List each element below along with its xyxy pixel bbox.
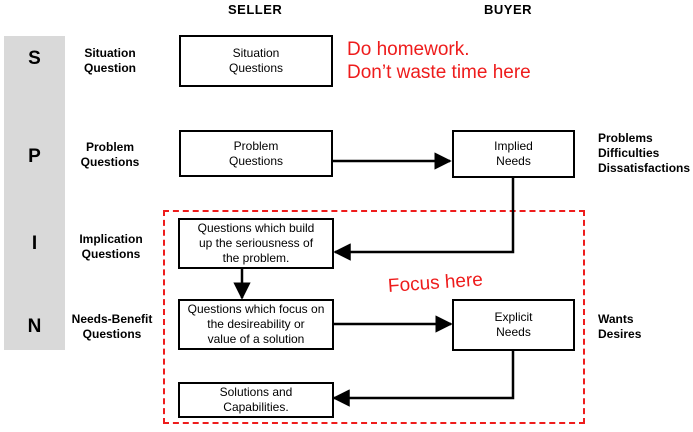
note-homework: Do homework. Don’t waste time here: [347, 39, 531, 83]
label-problem-questions: Problem Questions: [80, 140, 140, 169]
label-implication-questions: Implication Questions: [79, 232, 143, 261]
label-needs-benefit-questions: Needs-Benefit Questions: [71, 312, 153, 341]
spin-bar: [4, 36, 65, 350]
label-problems-difficulties: Problems Difficulties Dissatisfactions: [598, 131, 691, 175]
focus-region: [163, 210, 585, 424]
spin-letter-s: S: [28, 48, 41, 69]
spin-letter-p: P: [28, 146, 41, 167]
seller-header: SELLER: [228, 2, 283, 17]
label-wants-desires: Wants Desires: [598, 312, 642, 341]
label-situation-question: Situation Question: [83, 46, 136, 75]
arrow-implied-to-implication: [333, 178, 515, 261]
spin-letter-n: N: [27, 316, 42, 337]
buyer-header: BUYER: [484, 2, 533, 17]
arrow-explicit-to-solutions: [332, 350, 515, 407]
spin-letter-i: I: [31, 233, 38, 254]
